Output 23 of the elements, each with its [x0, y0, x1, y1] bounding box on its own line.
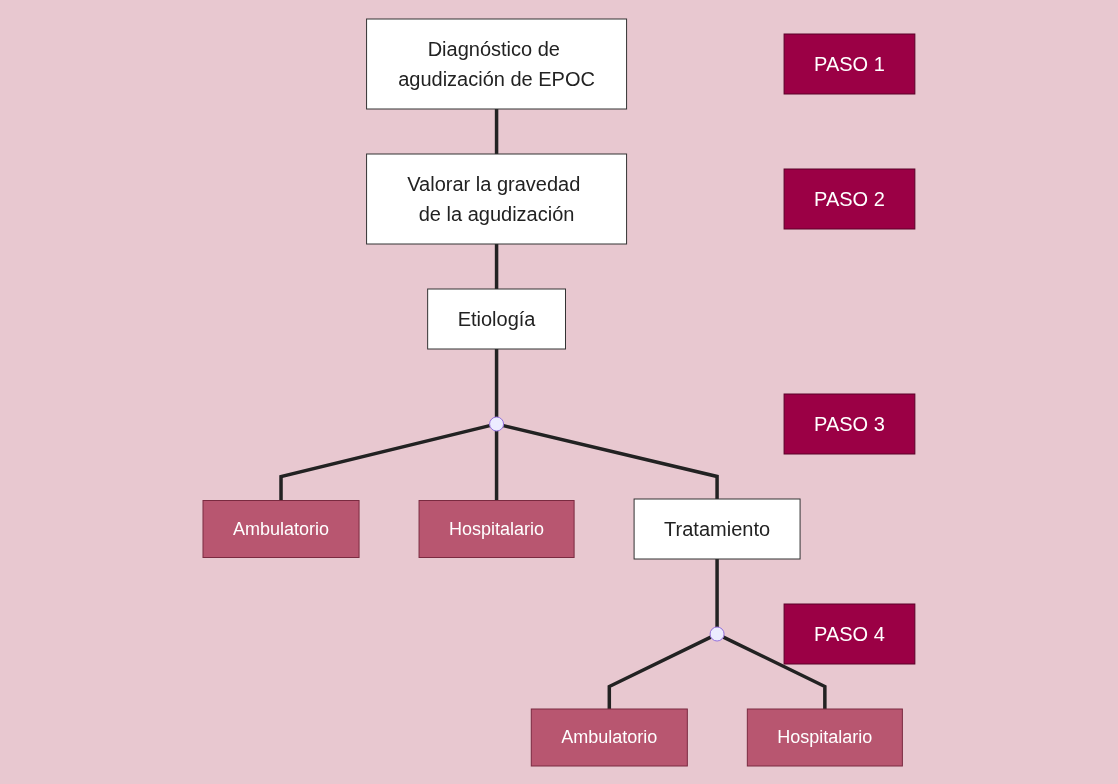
- connector: [494, 348, 499, 417]
- node-box: Tratamiento: [633, 498, 801, 559]
- node-box: Valorar la gravedad de la agudización: [366, 153, 628, 244]
- connector: [607, 635, 712, 709]
- connector: [494, 243, 499, 289]
- node-box: PASO 2: [783, 168, 916, 229]
- node-box: PASO 3: [783, 393, 916, 454]
- node-box: PASO 1: [783, 33, 916, 94]
- node-box: Hospitalario: [418, 499, 575, 558]
- node-box: Diagnóstico de agudización de EPOC: [366, 18, 628, 109]
- connector: [715, 558, 719, 627]
- connector: [494, 108, 499, 154]
- connector: [722, 635, 827, 709]
- node-box: Ambulatorio: [202, 499, 360, 558]
- connector: [494, 430, 499, 500]
- node-box: Ambulatorio: [530, 708, 688, 766]
- node-box: Etiología: [427, 288, 567, 349]
- node-circle: [709, 626, 725, 641]
- connector: [279, 423, 491, 500]
- connector: [503, 423, 719, 499]
- node-circle: [489, 416, 505, 431]
- node-box: PASO 4: [783, 603, 916, 664]
- node-box: Hospitalario: [746, 708, 903, 766]
